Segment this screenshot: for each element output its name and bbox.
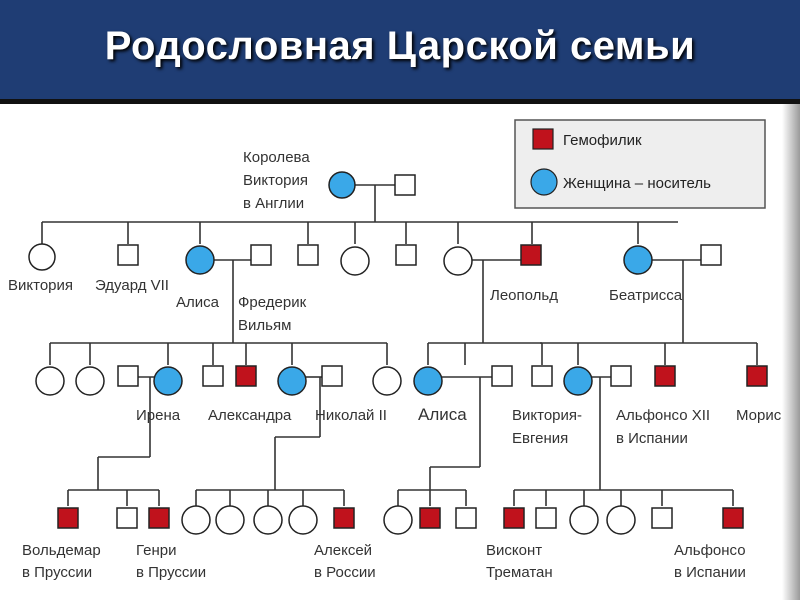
victoria-queen-label-3: в Англии: [243, 195, 304, 212]
pedigree-lines: [41, 184, 758, 506]
alfonso12-label-1: Альфонсо XII: [616, 407, 710, 424]
irene-symbol: [153, 366, 183, 396]
alexei-symbol: [333, 507, 355, 529]
anastasia-symbol: [288, 505, 318, 535]
legend-hemophiliac-label: Гемофилик: [563, 132, 642, 149]
leopold-label: Леопольд: [490, 287, 558, 304]
beatrice-symbol: [623, 245, 653, 275]
victoria-symbol: [28, 243, 56, 271]
alexei-label-2: в России: [314, 564, 376, 581]
alfonso-label-2: в Испании: [674, 564, 746, 581]
spain-daughter-1-symbol: [569, 505, 599, 535]
tremathan-symbol: [419, 507, 441, 529]
olga-symbol: [181, 505, 211, 535]
beatrice-son-symbol: [531, 365, 553, 387]
irene-son-symbol: [116, 507, 138, 529]
waldemar-label-1: Вольдемар: [22, 542, 101, 559]
alice-child-1-symbol: [35, 366, 65, 396]
son-symbol-2: [395, 244, 417, 266]
son-symbol: [297, 244, 319, 266]
alfonso12-label-2: в Испании: [616, 430, 688, 447]
legend-carrier-symbol: [530, 168, 558, 196]
waldemar-label-2: в Пруссии: [22, 564, 92, 581]
alice2-label: Алиса: [418, 405, 467, 424]
victoria-queen-label-1: Королева: [243, 149, 310, 166]
maurice-label: Морис: [736, 407, 782, 424]
alexandra-label: Александра: [208, 407, 292, 424]
alfonso-label-1: Альфонсо: [674, 542, 746, 559]
henry-label-1: Генри: [136, 542, 176, 559]
victoria-label: Виктория: [8, 277, 73, 294]
alice-child-2-symbol: [75, 366, 105, 396]
title-bar: Родословная Царской семьи: [0, 0, 800, 104]
alice-son-symbol: [202, 365, 224, 387]
alice2-daughter-symbol: [383, 505, 413, 535]
spain-son-3-symbol: [651, 507, 673, 529]
page-title: Родословная Царской семьи: [104, 24, 696, 68]
edward-symbol: [117, 244, 139, 266]
beatrice-husband-symbol: [700, 244, 722, 266]
henry-symbol: [148, 507, 170, 529]
legend-box: [514, 119, 766, 209]
alice2-husband-symbol: [491, 365, 513, 387]
spain-son-1-symbol: [503, 507, 525, 529]
tatiana-symbol: [215, 505, 245, 535]
tremathan-label-2: Трематан: [486, 564, 553, 581]
alexandra-symbol: [277, 366, 307, 396]
alfonso-symbol: [722, 507, 744, 529]
victoria-eugenie-symbol: [563, 366, 593, 396]
alice-symbol: [185, 245, 215, 275]
alice2-symbol: [413, 366, 443, 396]
nicholas-label: Николай II: [315, 407, 387, 424]
alice-label: Алиса: [176, 294, 220, 311]
waldemar-symbol: [57, 507, 79, 529]
maria-symbol: [253, 505, 283, 535]
victoria-queen-label-2: Виктория: [243, 172, 308, 189]
victoria-queen-symbol: [328, 171, 356, 199]
victoria-eugenie-label-1: Виктория-: [512, 407, 582, 424]
alice-hemophiliac-son-symbol: [235, 365, 257, 387]
alice2-son-symbol: [455, 507, 477, 529]
albert-symbol: [394, 174, 416, 196]
tremathan-label-1: Висконт: [486, 542, 542, 559]
edward-label: Эдуард VII: [95, 277, 169, 294]
leopold-wife-symbol: [443, 246, 473, 276]
leopold-symbol: [520, 244, 542, 266]
nicholas-symbol: [321, 365, 343, 387]
legend-carrier-label: Женщина – носитель: [563, 175, 711, 192]
henry-label-2: в Пруссии: [136, 564, 206, 581]
frederick-label-1: Фредерик: [238, 294, 307, 311]
daughter-symbol: [340, 246, 370, 276]
frederick-label-2: Вильям: [238, 317, 291, 334]
spain-son-2-symbol: [535, 507, 557, 529]
beatrice-label: Беатрисса: [609, 287, 683, 304]
spain-daughter-2-symbol: [606, 505, 636, 535]
slide-shadow: [782, 104, 800, 600]
legend-hemophiliac-symbol: [532, 128, 554, 150]
alfonso12-spouse-symbol: [610, 365, 632, 387]
irene-label: Ирена: [136, 407, 181, 424]
maurice-symbol: [746, 365, 768, 387]
alexei-label-1: Алексей: [314, 542, 372, 559]
irene-husband-symbol: [117, 365, 139, 387]
alice-child-last-symbol: [372, 366, 402, 396]
frederick-symbol: [250, 244, 272, 266]
alfonso12-symbol: [654, 365, 676, 387]
victoria-eugenie-label-2: Евгения: [512, 430, 568, 447]
